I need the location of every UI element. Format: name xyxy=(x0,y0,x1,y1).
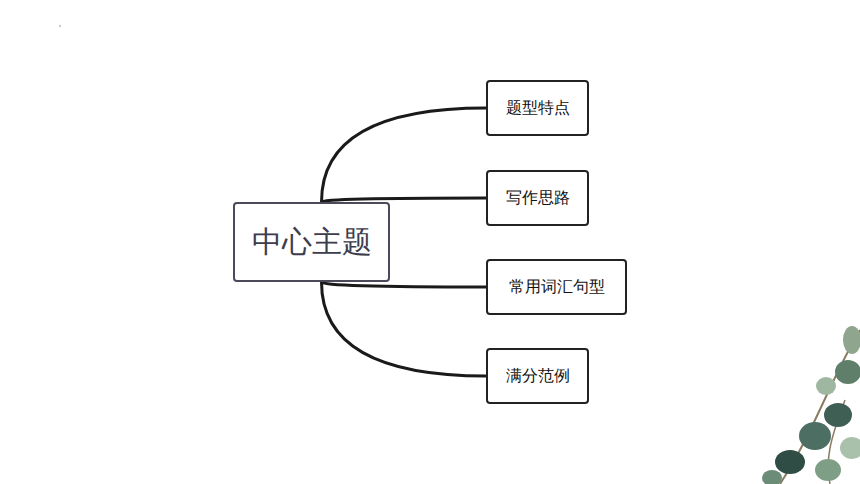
branch-line xyxy=(322,282,487,376)
central-topic: 中心主题 xyxy=(233,202,390,282)
node-label: 中心主题 xyxy=(252,222,372,263)
node-label: 常用词汇句型 xyxy=(509,277,605,298)
branch-box: 常用词汇句型 xyxy=(486,259,627,315)
dot xyxy=(59,25,61,27)
node-label: 题型特点 xyxy=(506,98,570,119)
branch-box: 题型特点 xyxy=(486,80,589,136)
node-label: 写作思路 xyxy=(506,188,570,209)
branch-box: 写作思路 xyxy=(486,170,589,226)
branch-line xyxy=(322,108,487,202)
eucalyptus-leaves xyxy=(762,326,860,484)
node-label: 满分范例 xyxy=(506,366,570,387)
branch-box: 满分范例 xyxy=(486,348,589,404)
branch-line xyxy=(322,282,487,287)
